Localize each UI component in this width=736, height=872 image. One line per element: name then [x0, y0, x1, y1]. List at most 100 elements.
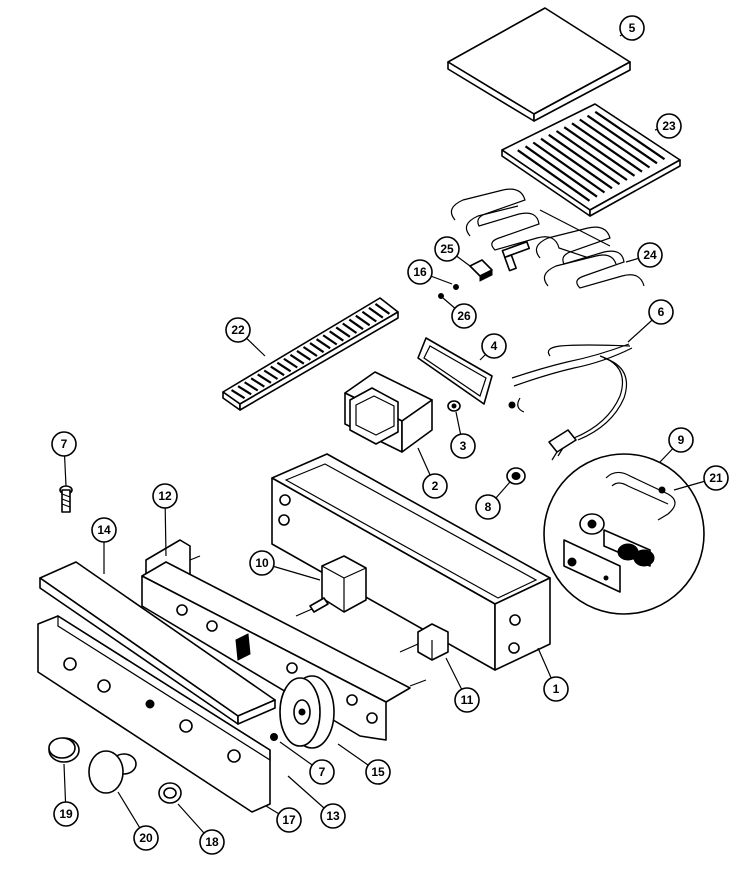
vent-slat	[230, 389, 246, 400]
callout-number: 3	[460, 439, 467, 453]
vent-slat	[263, 369, 279, 380]
screw-long	[59, 485, 73, 513]
callout-circle	[454, 687, 480, 713]
vent-slat	[296, 349, 312, 361]
callout-circle	[481, 333, 507, 359]
power-cord	[508, 343, 633, 461]
callout-3: 3	[450, 433, 476, 459]
callout-8: 8	[475, 494, 501, 520]
callout-18: 18	[199, 829, 225, 855]
vent-slat	[270, 365, 285, 377]
mount-screw	[447, 400, 461, 412]
callout-number: 17	[282, 813, 296, 827]
grate-slat	[586, 114, 658, 165]
callout-number: 7	[319, 765, 326, 779]
callout-17: 17	[276, 807, 302, 833]
callout-25: 25	[434, 236, 460, 262]
callout-22: 22	[225, 317, 251, 343]
vent-slat	[335, 326, 351, 338]
grate-slat	[579, 118, 651, 169]
callout-number: 6	[658, 305, 665, 319]
callout-circle	[422, 473, 448, 499]
vent-slat	[342, 322, 358, 334]
callout-number: 21	[709, 471, 723, 485]
vent-slat	[315, 338, 331, 350]
callout-circle	[152, 483, 178, 509]
callout-11: 11	[454, 687, 480, 713]
callout-circle	[51, 431, 77, 457]
callout-circle	[543, 676, 569, 702]
callout-number: 10	[255, 556, 269, 570]
element-clip	[469, 259, 493, 282]
callout-circle	[475, 494, 501, 520]
callout-number: 14	[97, 523, 111, 537]
callout-circle	[648, 299, 674, 325]
callout-2: 2	[422, 473, 448, 499]
callout-16: 16	[407, 259, 433, 285]
callout-12: 12	[152, 483, 178, 509]
vent-slat	[257, 373, 272, 384]
callout-number: 11	[461, 693, 474, 707]
callout-number: 1	[553, 682, 560, 696]
control-knob	[88, 750, 137, 794]
callout-number: 16	[413, 265, 427, 279]
thermostat	[295, 555, 367, 617]
vent-slat	[283, 357, 298, 369]
callout-number: 25	[440, 242, 454, 256]
callout-1: 1	[543, 676, 569, 702]
callout-23: 23	[656, 113, 682, 139]
grate-slat	[594, 110, 666, 161]
vent-slat	[348, 318, 364, 331]
vent-slat	[302, 346, 318, 357]
callout-5: 5	[619, 15, 645, 41]
callout-number: 15	[371, 765, 385, 779]
vent-slat	[368, 306, 384, 319]
grate-slat	[540, 137, 613, 190]
callout-number: 7	[61, 437, 68, 451]
callout-number: 22	[231, 323, 245, 337]
callout-circle	[365, 759, 391, 785]
callout-circle	[199, 829, 225, 855]
knob-cap	[48, 737, 80, 763]
grate-slat	[571, 122, 643, 173]
callout-7: 7	[51, 431, 77, 457]
callout-number: 20	[139, 831, 153, 845]
callout-circle	[133, 825, 159, 851]
vent-slat	[355, 314, 371, 327]
callout-circle	[450, 433, 476, 459]
callout-number: 26	[457, 309, 471, 323]
callout-circle	[225, 317, 251, 343]
callout-7: 7	[309, 759, 335, 785]
callout-24: 24	[637, 242, 663, 268]
callout-number: 4	[491, 339, 498, 353]
callout-number: 23	[662, 119, 676, 133]
gasket-plate	[417, 337, 493, 405]
detail-view	[543, 453, 705, 615]
grate-slat	[524, 145, 598, 198]
vent-slat	[250, 377, 265, 388]
callout-number: 2	[432, 479, 439, 493]
vent-slat	[237, 385, 252, 396]
panel-screw	[270, 733, 278, 741]
grille-vent	[222, 297, 399, 411]
vent-slat	[361, 310, 377, 323]
callout-circle	[656, 113, 682, 139]
callout-circle	[619, 15, 645, 41]
callout-number: 19	[59, 807, 73, 821]
vent-slat	[289, 353, 305, 365]
grate-slat	[517, 149, 591, 202]
callout-26: 26	[451, 303, 477, 329]
callout-number: 24	[643, 248, 657, 262]
callout-circle	[309, 759, 335, 785]
air-duct	[344, 371, 433, 453]
cord-bushing	[506, 467, 526, 485]
callout-15: 15	[365, 759, 391, 785]
grill-grate	[501, 103, 681, 217]
callout-circle	[451, 303, 477, 329]
callout-circle	[320, 803, 346, 829]
callout-circle	[249, 550, 275, 576]
callout-number: 18	[205, 835, 219, 849]
callout-number: 13	[326, 809, 340, 823]
